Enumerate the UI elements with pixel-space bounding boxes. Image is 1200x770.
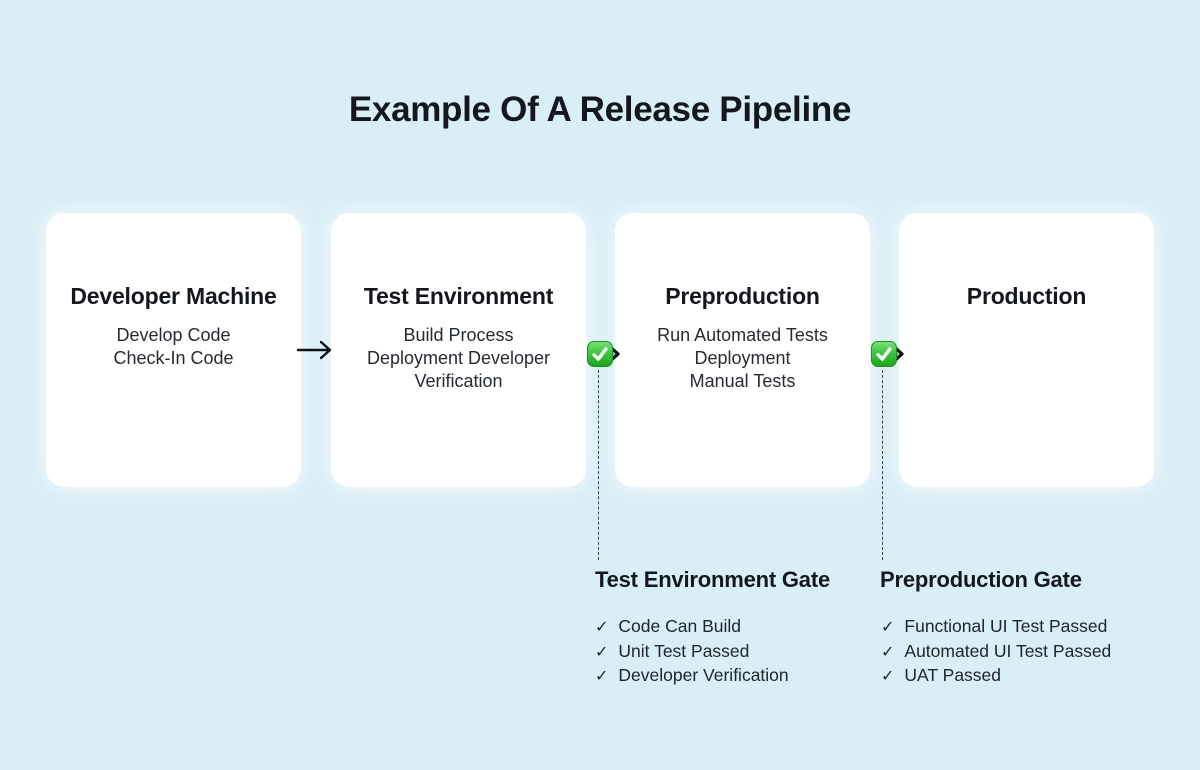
stage-items: Run Automated Tests Deployment Manual Te… <box>615 324 870 393</box>
gate-checklist: ✓ Code Can Build ✓ Unit Test Passed ✓ De… <box>595 615 789 689</box>
check-icon: ✓ <box>595 643 609 661</box>
arrow-right-icon <box>296 340 332 360</box>
gate-title-test-environment: Test Environment Gate <box>595 567 830 592</box>
gate-title-preproduction: Preproduction Gate <box>880 567 1082 592</box>
page-title: Example Of A Release Pipeline <box>348 90 852 129</box>
stage-card-test-environment: Test Environment Build Process Deploymen… <box>331 213 586 487</box>
gate-checklist-item: ✓ Code Can Build <box>595 615 789 640</box>
green-check-icon <box>587 341 613 367</box>
check-icon: ✓ <box>595 668 609 685</box>
check-icon: ✓ <box>595 619 609 636</box>
stage-card-preproduction: Preproduction Run Automated Tests Deploy… <box>615 213 870 487</box>
gate-item-label: Automated UI Test Passed <box>904 640 1112 661</box>
check-icon: ✓ <box>881 643 895 661</box>
stage-item: Run Automated Tests <box>657 325 828 345</box>
green-check-icon <box>871 341 897 367</box>
gate-checklist-item: ✓ UAT Passed <box>881 664 1111 689</box>
gate-checklist-item: ✓ Automated UI Test Passed <box>881 640 1111 665</box>
stage-item: Build Process <box>403 325 514 345</box>
gate-checklist: ✓ Functional UI Test Passed ✓ Automated … <box>881 615 1111 689</box>
stage-item: Deployment Developer <box>366 348 551 368</box>
stage-title: Preproduction <box>665 283 820 309</box>
stage-card-developer-machine: Developer Machine Develop Code Check-In … <box>46 213 301 487</box>
check-icon: ✓ <box>881 619 895 636</box>
stage-item: Check-In Code <box>113 348 234 368</box>
stage-items: Develop Code Check-In Code <box>46 324 301 370</box>
gate-item-label: Functional UI Test Passed <box>904 616 1108 636</box>
stage-item: Deployment <box>694 348 791 368</box>
stage-title: Production <box>966 283 1087 309</box>
check-icon: ✓ <box>881 668 895 685</box>
stage-title: Test Environment <box>363 283 554 309</box>
stage-item: Manual Tests <box>689 371 796 391</box>
stage-item: Verification <box>414 371 503 391</box>
gate-checklist-item: ✓ Developer Verification <box>595 664 789 689</box>
stage-items: Build Process Deployment Developer Verif… <box>331 324 586 393</box>
stage-title: Developer Machine <box>70 283 277 309</box>
gate-checklist-item: ✓ Functional UI Test Passed <box>881 615 1111 640</box>
stage-card-production: Production <box>899 213 1154 487</box>
stage-item: Develop Code <box>116 325 231 345</box>
gate-checklist-item: ✓ Unit Test Passed <box>595 640 789 665</box>
gate-item-label: UAT Passed <box>904 665 1002 685</box>
gate-item-label: Code Can Build <box>618 616 741 636</box>
gate-item-label: Unit Test Passed <box>618 640 750 661</box>
gate-connector-line <box>598 370 599 560</box>
gate-connector-line <box>882 370 883 560</box>
gate-item-label: Developer Verification <box>618 665 789 685</box>
